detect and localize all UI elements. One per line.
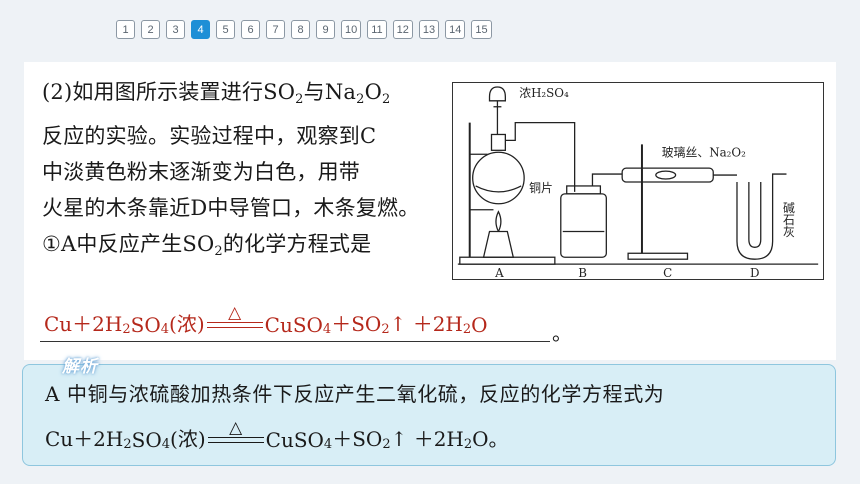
page-button-6[interactable]: 6 [241, 20, 260, 39]
tube-d-out [771, 173, 787, 182]
label-d: D [750, 266, 760, 279]
analysis-equals-sign [207, 437, 264, 443]
u-tube [736, 181, 774, 260]
page-button-11[interactable]: 11 [367, 20, 387, 39]
page-button-7[interactable]: 7 [266, 20, 285, 39]
page-button-9[interactable]: 9 [316, 20, 335, 39]
question-line-1: (2)如用图所示装置进行SO2与Na2O2 [42, 80, 391, 107]
page-button-12[interactable]: 12 [392, 20, 413, 39]
analysis-tag: 解析 [62, 357, 98, 377]
label-acid: 浓H₂SO₄ [519, 86, 569, 100]
sample-c [655, 170, 677, 180]
stand-c-base [627, 252, 689, 260]
question-line-2: 反应的实验。实验过程中，观察到C [42, 124, 377, 148]
bottle-b-stopper [566, 185, 602, 195]
flask-a-liquid [475, 185, 522, 193]
question-card: (2)如用图所示装置进行SO2与Na2O2 反应的实验。实验过程中，观察到C 中… [24, 62, 836, 360]
question-line-5: ①A中反应产生SO2的化学方程式是 [42, 232, 372, 259]
question-text: (2)如用图所示装置进行SO2与Na2O2 反应的实验。实验过程中，观察到C 中… [42, 74, 452, 270]
page-button-3[interactable]: 3 [166, 20, 185, 39]
tube-b-c [591, 173, 623, 186]
u-tube-inner [748, 181, 762, 248]
equals-sign [206, 322, 263, 328]
label-a: A [494, 266, 504, 279]
heating-condition: △ [206, 305, 263, 328]
label-glass: 玻璃丝、Na₂O₂ [662, 145, 746, 159]
analysis-heating-condition: △ [207, 420, 264, 443]
page-button-13[interactable]: 13 [418, 20, 440, 39]
label-copper: 铜片 [529, 181, 553, 195]
tube-c [621, 167, 714, 183]
bottle-b [560, 193, 607, 258]
stand-a-base [459, 256, 556, 265]
apparatus-svg: 浓H₂SO₄ 铜片 玻璃丝、Na₂O₂ 碱石灰 A B C D [457, 86, 819, 279]
alcohol-lamp [482, 230, 515, 258]
apparatus-diagram: 浓H₂SO₄ 铜片 玻璃丝、Na₂O₂ 碱石灰 A B C D [452, 82, 824, 280]
page-button-2[interactable]: 2 [141, 20, 160, 39]
label-b: B [578, 266, 587, 279]
flame [495, 210, 502, 232]
label-c: C [663, 266, 672, 279]
page-button-15[interactable]: 15 [471, 20, 492, 39]
funnel-top [488, 86, 506, 102]
flask-a-neck [490, 133, 506, 151]
page-button-1[interactable]: 1 [116, 20, 135, 39]
tube-a-b [505, 121, 576, 192]
page-button-4[interactable]: 4 [191, 20, 210, 39]
page-button-10[interactable]: 10 [341, 20, 362, 39]
question-line-3: 中淡黄色粉末逐渐变为白色，用带 [42, 160, 360, 184]
analysis-text: A 中铜与浓硫酸加热条件下反应产生二氧化硫，反应的化学方程式为 [45, 382, 665, 406]
question-line-4: 火星的木条靠近D中导管口，木条复燃。 [42, 196, 420, 220]
page-button-14[interactable]: 14 [445, 20, 466, 39]
label-soda: 碱石灰 [781, 202, 795, 238]
page-button-8[interactable]: 8 [291, 20, 310, 39]
page-button-5[interactable]: 5 [216, 20, 235, 39]
flask-a-body [472, 151, 525, 205]
answer-period: 。 [552, 321, 572, 345]
